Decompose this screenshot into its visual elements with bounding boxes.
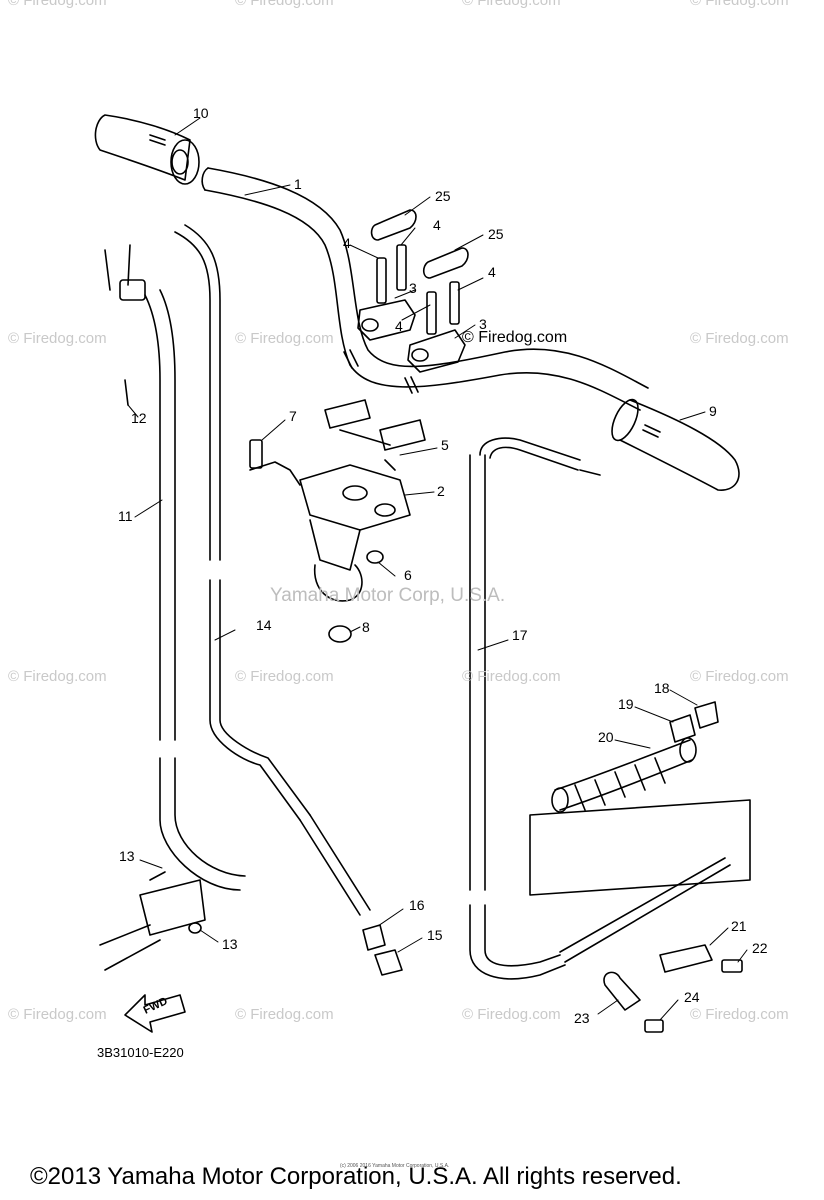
fine-print: (c) 2006 2016 Yamaha Motor Corporation, … (340, 1163, 450, 1169)
diagram-code: 3B31010-E220 (97, 1045, 184, 1060)
handlebar (201, 167, 649, 411)
part-label: 11 (118, 508, 133, 524)
part-label: 2 (437, 483, 445, 499)
part-label: 24 (684, 989, 700, 1005)
copyright-notice: ©2013 Yamaha Motor Corporation, U.S.A. A… (30, 1163, 682, 1190)
throttle-cables (104, 224, 371, 916)
part-label: 19 (618, 696, 634, 712)
spring-assembly (529, 701, 751, 896)
leader-lines (127, 117, 748, 1021)
part-label: 5 (441, 437, 449, 453)
part-label: 25 (488, 226, 504, 242)
part-label: 23 (574, 1010, 590, 1026)
part-label: 4 (488, 264, 496, 280)
watermark: © Firedog.com (462, 1006, 561, 1023)
fwd-arrow (124, 994, 186, 1033)
brake-cable (469, 437, 731, 980)
part-label: 3 (479, 316, 487, 332)
lower-cable-bracket (99, 871, 206, 971)
part-label: 17 (512, 627, 528, 643)
part-label: 14 (256, 617, 272, 633)
part-label: 22 (752, 940, 768, 956)
left-grip-throttle (94, 114, 200, 185)
watermark: © Firedog.com (8, 330, 107, 347)
watermark: © Firedog.com (235, 0, 334, 9)
part-label: 3 (409, 280, 417, 296)
part-label: 21 (731, 918, 747, 934)
part-label: 4 (433, 217, 441, 233)
watermark: © Firedog.com (8, 0, 107, 9)
small-fittings (362, 924, 403, 976)
watermark: © Firedog.com (690, 330, 789, 347)
part-label: 12 (131, 410, 147, 426)
watermark: © Firedog.com (690, 1006, 789, 1023)
part-label: 1 (294, 176, 302, 192)
right-grip (611, 398, 740, 491)
part-label: 15 (427, 927, 443, 943)
watermark: © Firedog.com (690, 668, 789, 685)
part-label: 4 (395, 318, 403, 334)
part-label: 6 (404, 567, 412, 583)
lower-holder-bracket (249, 399, 426, 643)
watermark: © Firedog.com (235, 1006, 334, 1023)
part-label: 9 (709, 403, 717, 419)
watermark: © Firedog.com (690, 0, 789, 9)
part-label: 13 (222, 936, 238, 952)
watermark: © Firedog.com (235, 330, 334, 347)
part-label: 16 (409, 897, 425, 913)
part-label: 25 (435, 188, 451, 204)
part-label: 18 (654, 680, 670, 696)
watermark: © Firedog.com (8, 668, 107, 685)
part-label: 10 (193, 105, 209, 121)
part-label: 13 (119, 848, 135, 864)
watermark: © Firedog.com (8, 1006, 107, 1023)
cable-bracket-set (603, 944, 743, 1033)
part-label: 7 (289, 408, 297, 424)
watermark-center: Yamaha Motor Corp, U.S.A. (270, 585, 506, 606)
watermark: © Firedog.com (462, 329, 568, 346)
watermark: © Firedog.com (462, 668, 561, 685)
part-label: 8 (362, 619, 370, 635)
watermark: © Firedog.com (235, 668, 334, 685)
handlebar-holders (357, 209, 469, 373)
part-label: 20 (598, 729, 614, 745)
part-label: 4 (343, 235, 351, 251)
watermark: © Firedog.com (462, 0, 561, 9)
